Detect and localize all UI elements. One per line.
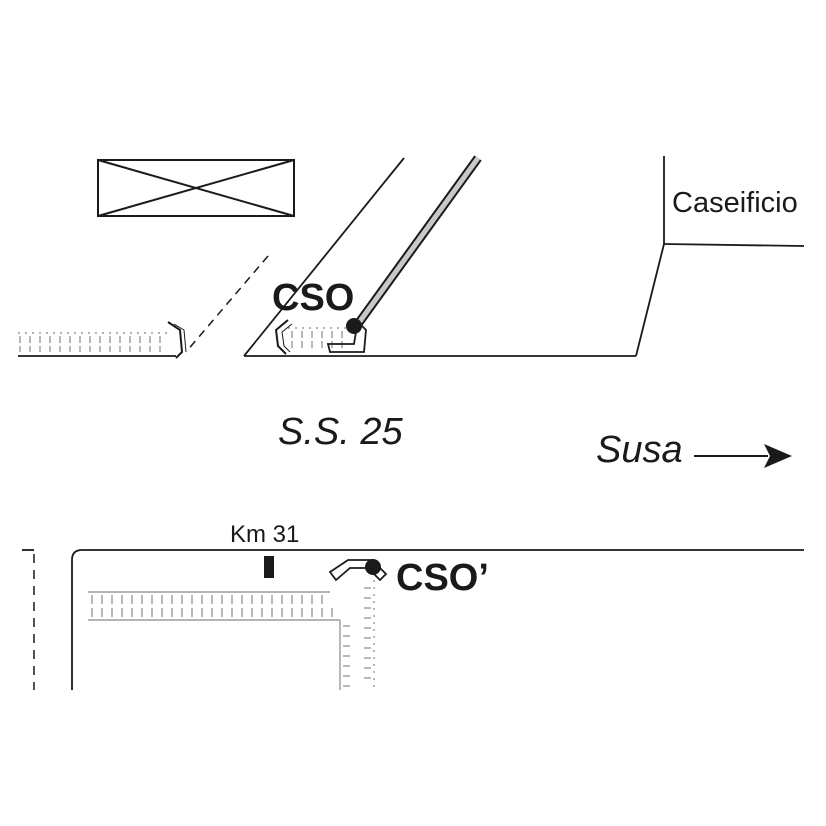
ditch-lower — [88, 580, 375, 690]
ditch-upper-left — [18, 332, 176, 357]
culvert-inlet-left — [167, 321, 184, 359]
cso-label: CSO — [272, 277, 354, 319]
km-post-icon — [264, 556, 274, 578]
ditch-cso — [288, 327, 352, 348]
km-marker-label: Km 31 — [230, 521, 299, 548]
culvert-bracket-left — [274, 319, 289, 355]
direction-arrow-icon — [694, 444, 792, 468]
drainage-pipe — [354, 155, 482, 327]
lower-road-edge — [22, 549, 804, 690]
cso-point-marker — [346, 318, 362, 334]
cso-prime-label: CSO’ — [396, 557, 489, 599]
road-name-label: S.S. 25 — [278, 411, 403, 453]
dashed-boundary-upper — [185, 255, 269, 353]
cso-prime-point-marker — [365, 559, 381, 575]
culvert-inlet-left-inner — [173, 323, 187, 353]
culvert-bracket-left-inner — [281, 323, 293, 353]
culvert-outlet-cso — [326, 321, 367, 353]
side-road-outline — [243, 156, 805, 357]
direction-label: Susa — [596, 429, 683, 471]
culvert-outlet-cso-prime — [328, 559, 388, 582]
caseificio-label: Caseificio — [672, 187, 798, 219]
building-block — [97, 159, 295, 217]
